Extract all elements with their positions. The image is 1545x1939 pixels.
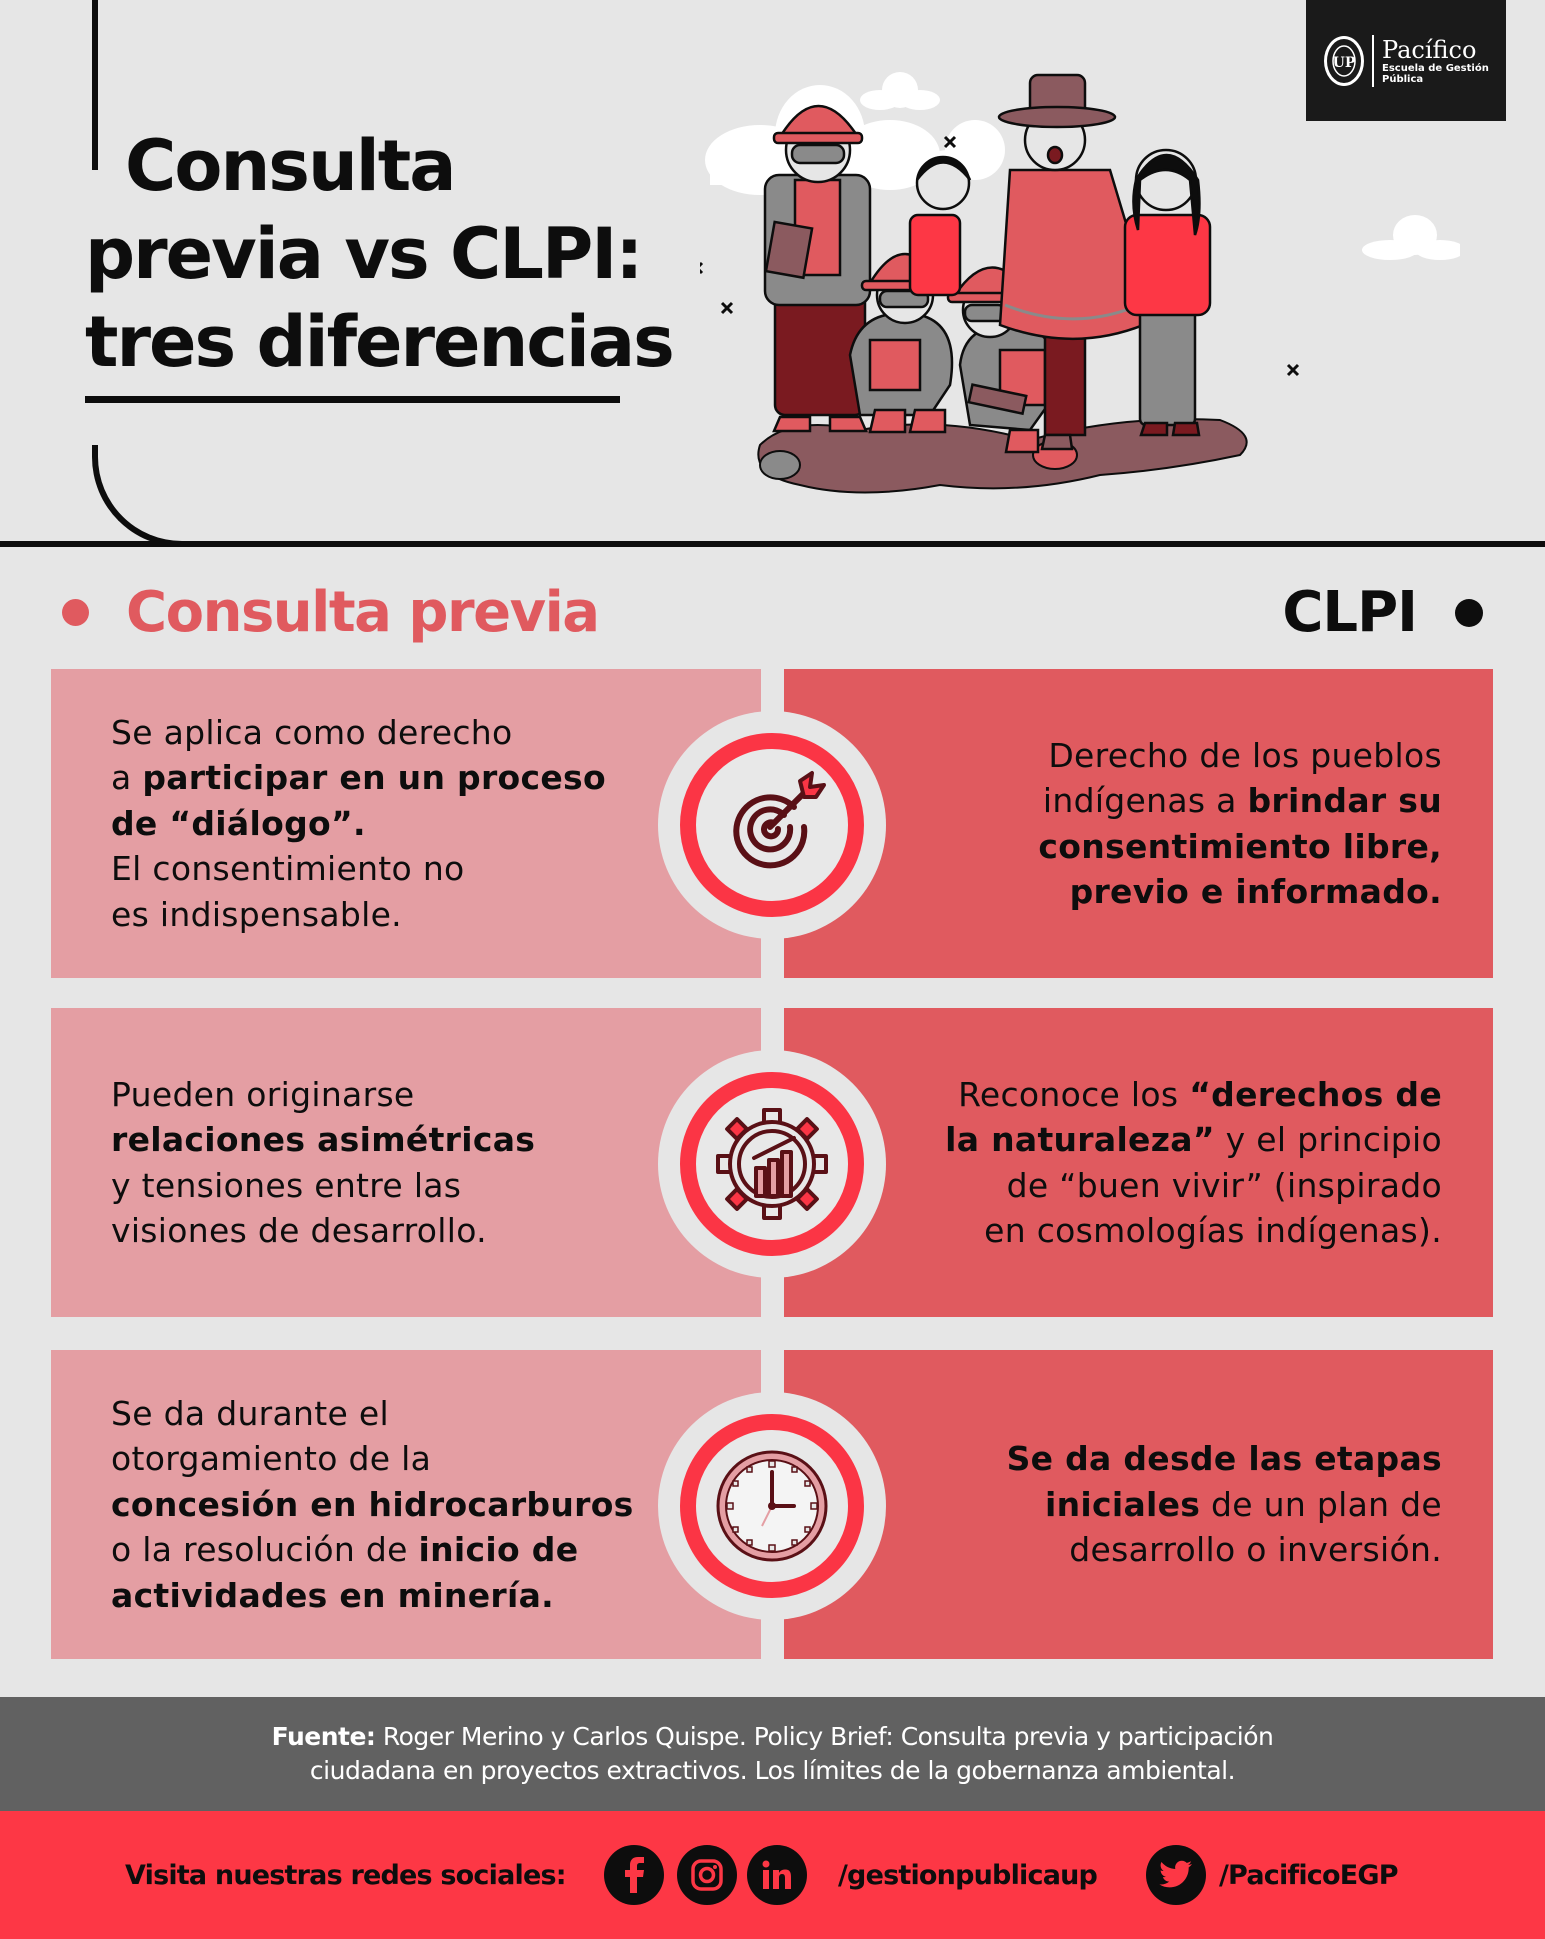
- logo-subtitle-2: Pública: [1382, 73, 1424, 85]
- logo-subtitle-1: Escuela de Gestión: [1382, 62, 1489, 74]
- instagram-icon[interactable]: [677, 1845, 737, 1905]
- university-seal-icon: UP: [1324, 35, 1364, 86]
- clock-icon: [716, 1450, 828, 1562]
- source-citation: Fuente: Roger Merino y Carlos Quispe. Po…: [0, 1697, 1545, 1811]
- bullet-dot-icon: [62, 599, 89, 626]
- social-handle-main[interactable]: /gestionpublicaup: [838, 1859, 1098, 1891]
- header-divider: [0, 541, 1545, 547]
- title-line-2: previa vs CLPI:: [85, 213, 643, 295]
- gear-growth-chart-icon: [716, 1108, 828, 1220]
- decorative-curve-line: [92, 445, 182, 547]
- source-label: Fuente:: [271, 1722, 376, 1751]
- row-icon-badge: [658, 1392, 886, 1620]
- pacifico-logo: UP Pacífico Escuela de Gestión Pública: [1306, 0, 1506, 121]
- linkedin-icon[interactable]: [747, 1845, 807, 1905]
- column-header-consulta-previa: Consulta previa: [62, 580, 600, 645]
- source-line-1: Roger Merino y Carlos Quispe. Policy Bri…: [375, 1722, 1274, 1751]
- logo-name: Pacífico: [1382, 35, 1477, 64]
- row-icon-badge: [658, 1050, 886, 1278]
- column-label-left: Consulta previa: [126, 580, 600, 645]
- facebook-icon[interactable]: [604, 1845, 664, 1905]
- logo-text: Pacífico Escuela de Gestión Pública: [1382, 37, 1489, 85]
- source-line-2: ciudadana en proyectos extractivos. Los …: [309, 1756, 1236, 1785]
- decorative-vertical-line: [92, 0, 98, 170]
- row-icon-badge: [658, 711, 886, 939]
- social-footer: Visita nuestras redes sociales: /gestion…: [0, 1811, 1545, 1939]
- social-visit-label: Visita nuestras redes sociales:: [125, 1859, 567, 1891]
- title-line-1: Consulta: [125, 125, 456, 207]
- bullet-dot-icon: [1455, 598, 1483, 627]
- page-title: Consulta previa vs CLPI: tres diferencia…: [85, 122, 675, 386]
- logo-separator: [1372, 34, 1374, 87]
- social-handle-twitter[interactable]: /PacificoEGP: [1219, 1859, 1399, 1891]
- title-underline: [85, 396, 620, 403]
- target-icon: [733, 771, 826, 869]
- svg-text:UP: UP: [1333, 55, 1356, 71]
- title-line-3: tres diferencias: [85, 301, 675, 383]
- people-group-illustration: [690, 55, 1465, 525]
- column-label-right: CLPI: [1282, 580, 1418, 645]
- column-header-clpi: CLPI: [1282, 580, 1483, 645]
- twitter-icon[interactable]: [1146, 1845, 1206, 1905]
